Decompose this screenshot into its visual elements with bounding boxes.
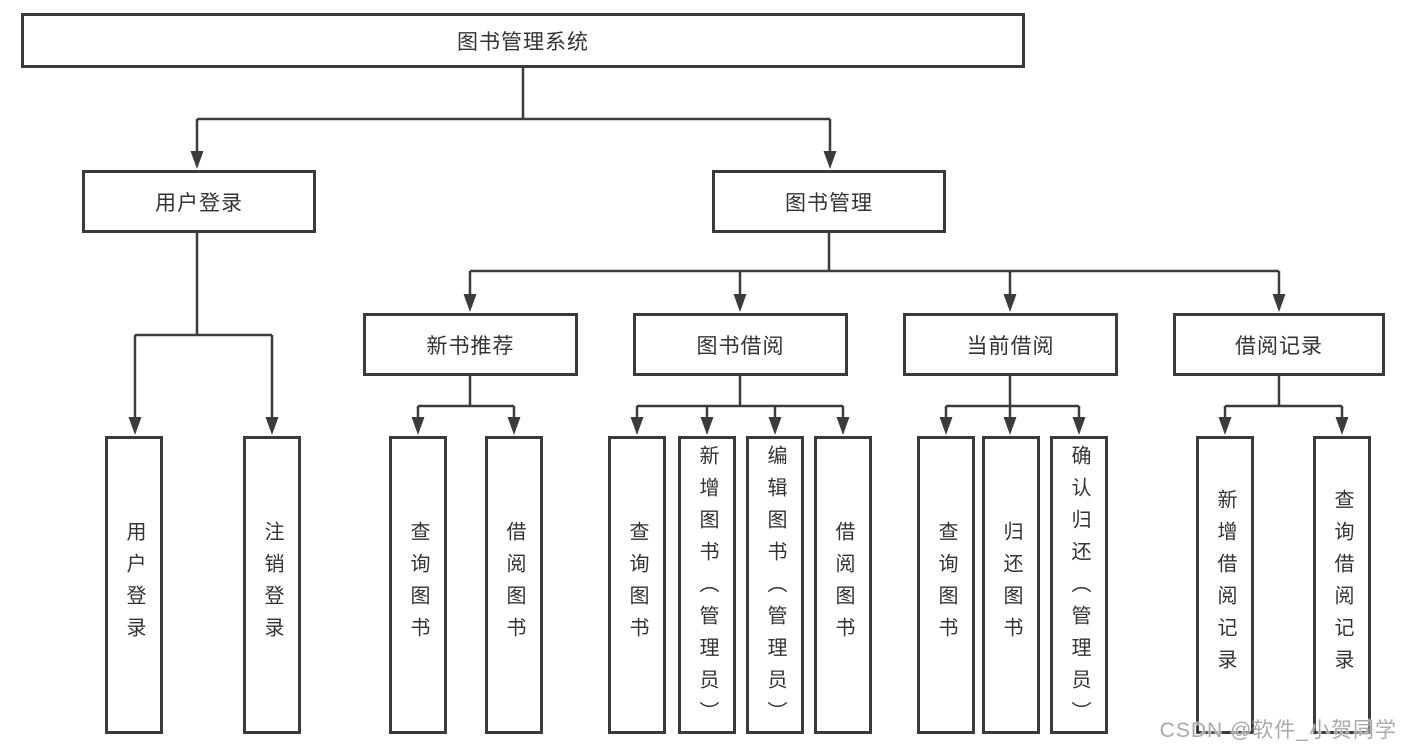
node-new-book-recommendation: 新书推荐 bbox=[363, 313, 578, 376]
leaf-query-books-newbook: 查询图书 bbox=[389, 436, 447, 734]
node-book-borrowing: 图书借阅 bbox=[633, 313, 848, 376]
connector-book-borrow-to-leaves bbox=[630, 376, 850, 435]
connector-root-to-level2 bbox=[190, 68, 837, 169]
connector-book-mgmt-to-level3 bbox=[463, 233, 1286, 312]
leaf-query-borrow-record: 查询借阅记录 bbox=[1313, 436, 1371, 734]
leaf-user-login: 用户登录 bbox=[105, 436, 163, 734]
leaf-add-books-admin: 新增图书（管理员） bbox=[678, 436, 736, 734]
node-borrowing-records: 借阅记录 bbox=[1173, 313, 1385, 376]
connector-new-book-to-leaves bbox=[411, 376, 521, 435]
leaf-add-borrow-record: 新增借阅记录 bbox=[1196, 436, 1254, 734]
leaf-edit-books-admin: 编辑图书（管理员） bbox=[746, 436, 804, 734]
node-current-borrowing: 当前借阅 bbox=[903, 313, 1118, 376]
node-book-management: 图书管理 bbox=[712, 170, 946, 233]
leaf-return-books: 归还图书 bbox=[982, 436, 1040, 734]
leaf-borrow-books-borrowing: 借阅图书 bbox=[814, 436, 872, 734]
leaf-logout: 注销登录 bbox=[243, 436, 301, 734]
leaf-borrow-books-newbook: 借阅图书 bbox=[485, 436, 543, 734]
connector-borrow-records-to-leaves bbox=[1218, 376, 1349, 435]
leaf-confirm-return-admin: 确认归还（管理员） bbox=[1050, 436, 1108, 734]
leaf-query-books-borrowing: 查询图书 bbox=[608, 436, 666, 734]
connector-current-borrow-to-leaves bbox=[939, 376, 1086, 435]
connector-user-login-to-leaves bbox=[128, 233, 279, 435]
node-root-library-management-system: 图书管理系统 bbox=[21, 13, 1025, 68]
leaf-query-books-current: 查询图书 bbox=[917, 436, 975, 734]
csdn-watermark: CSDN @软件_小贺同学 bbox=[1159, 719, 1397, 742]
node-user-login: 用户登录 bbox=[82, 170, 316, 233]
